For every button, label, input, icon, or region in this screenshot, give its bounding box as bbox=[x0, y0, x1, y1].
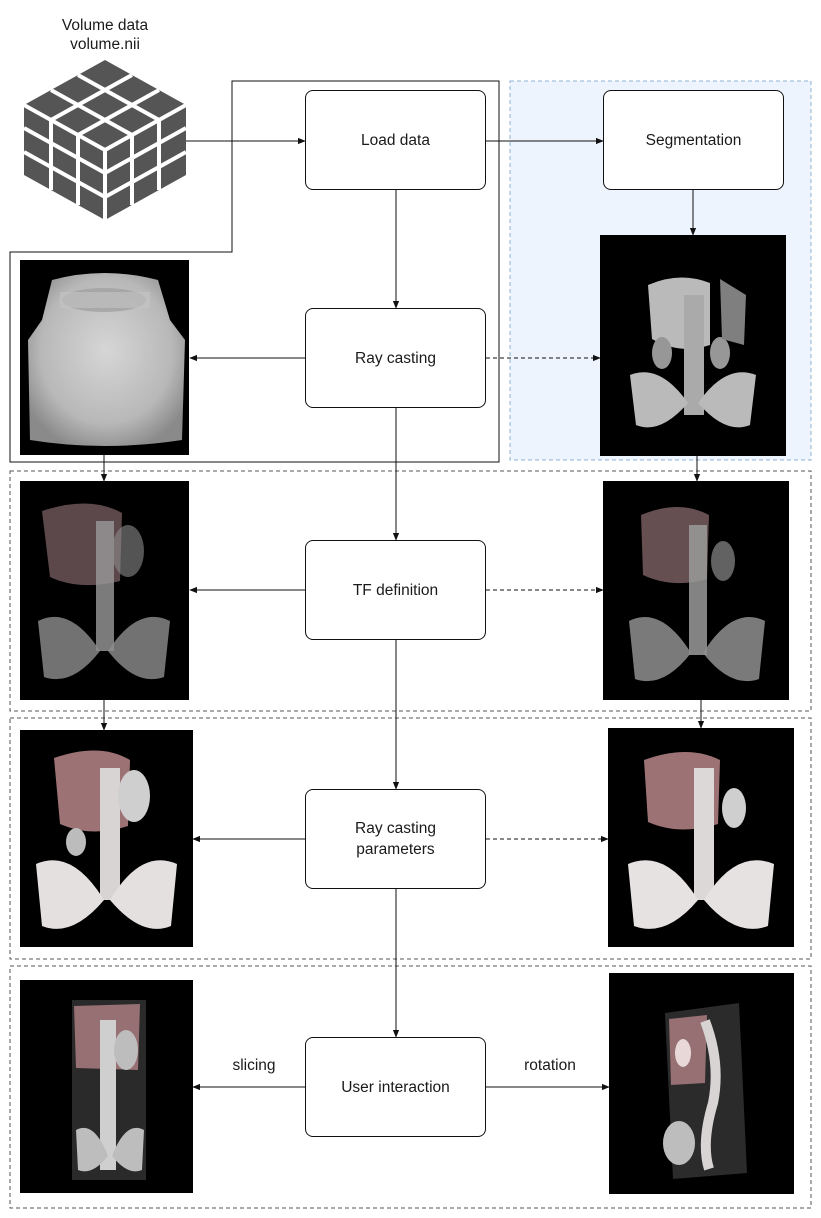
ray-casting-parameters-node[interactable]: Ray casting parameters bbox=[305, 789, 486, 889]
parameters-full-image bbox=[36, 750, 177, 929]
parameters-render-segmented bbox=[608, 728, 794, 947]
raw-render-image bbox=[28, 273, 185, 446]
tf-render-full bbox=[20, 481, 189, 700]
interaction-stage-group bbox=[9, 965, 812, 1209]
tf-render-segmented bbox=[603, 481, 789, 700]
rotation-label: rotation bbox=[524, 1057, 576, 1074]
rotated-render bbox=[609, 973, 794, 1194]
rotated-image bbox=[663, 1003, 747, 1179]
load-data-node[interactable]: Load data bbox=[305, 90, 486, 190]
parameters-render-full bbox=[20, 730, 193, 947]
tf-full-image bbox=[38, 503, 170, 680]
volume-cube-icon bbox=[23, 60, 187, 220]
tf-definition-node[interactable]: TF definition bbox=[305, 540, 486, 640]
slicing-label: slicing bbox=[232, 1057, 276, 1074]
volume-caption: Volume data volume.nii bbox=[35, 16, 175, 54]
parameters-stage-group bbox=[9, 717, 812, 960]
tf-segmented-image bbox=[629, 507, 765, 682]
ray-casting-node[interactable]: Ray casting bbox=[305, 308, 486, 408]
volume-filename: volume.nii bbox=[70, 36, 140, 53]
parameters-segmented-image bbox=[628, 752, 774, 929]
segmented-ray-casting-render bbox=[600, 235, 786, 456]
sliced-render bbox=[20, 980, 193, 1193]
raw-ray-casting-render bbox=[20, 260, 189, 455]
tf-stage-group bbox=[9, 470, 812, 712]
sliced-image bbox=[72, 1000, 146, 1180]
user-interaction-node[interactable]: User interaction bbox=[305, 1037, 486, 1137]
segmented-render-image bbox=[630, 277, 756, 428]
volume-title: Volume data bbox=[61, 17, 149, 34]
segmentation-node[interactable]: Segmentation bbox=[603, 90, 784, 190]
raw-input-region bbox=[9, 80, 500, 463]
